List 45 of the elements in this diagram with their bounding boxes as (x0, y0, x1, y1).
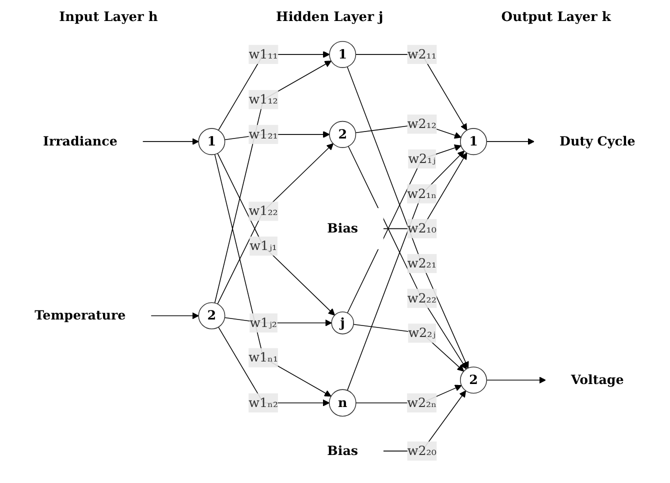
node-circle: n (328, 389, 356, 417)
layer-heading: Hidden Layer j (276, 10, 384, 24)
node-circle: 1 (329, 40, 356, 68)
edge-label: w2₁ⱼ (408, 151, 436, 166)
edge-label: w2₂₀ (407, 443, 436, 458)
node-text: Duty Cycle (559, 134, 636, 149)
node-text: Voltage (570, 372, 624, 388)
edge-label: w2₁₁ (407, 46, 436, 62)
node-circle: 2 (329, 120, 356, 148)
layer-heading: Output Layer k (501, 10, 611, 24)
edge-label: w2₂₂ (407, 290, 436, 306)
edge-label: w1₁₂ (248, 92, 278, 107)
node-circle: 1 (198, 128, 226, 156)
edge-label: w1₂₁ (248, 126, 278, 142)
arrow (218, 50, 330, 131)
node-circle: 2 (460, 366, 487, 394)
node-text: Bias (327, 443, 358, 458)
node-text: Temperature (34, 308, 126, 323)
edge-label: w1₁₁ (248, 46, 278, 62)
edge-label: w1₂₂ (248, 203, 278, 218)
edge-label: w1ⱼ₁ (250, 238, 277, 254)
edge-label: w2₂₁ (407, 256, 436, 271)
node-circle: 1 (460, 128, 487, 156)
layer-heading: Input Layer h (59, 10, 158, 24)
edge-label: w2₁₂ (407, 116, 436, 132)
node-circle: j (331, 312, 354, 334)
edge-label: w2₂ⱼ (408, 325, 436, 340)
edge-label: w1ⱼ₂ (250, 314, 277, 330)
arrow (486, 376, 546, 384)
arrow (142, 138, 199, 146)
node-text: Irradiance (43, 134, 118, 149)
arrow (382, 390, 466, 452)
edge-label: w1ₙ₁ (248, 350, 278, 365)
arrow (218, 326, 330, 406)
arrow (150, 312, 199, 320)
edge-label: w2₁ₙ (407, 186, 437, 201)
arrow (346, 144, 462, 314)
edge-label: w2₁₀ (407, 220, 436, 236)
edge-label: w1ₙ₂ (248, 394, 278, 410)
arrow (346, 66, 469, 368)
arrow (353, 324, 464, 372)
arrow (382, 152, 468, 230)
node-circle: 2 (198, 302, 226, 330)
arrow (486, 138, 534, 146)
edge-label: w2₂ₙ (407, 394, 437, 410)
